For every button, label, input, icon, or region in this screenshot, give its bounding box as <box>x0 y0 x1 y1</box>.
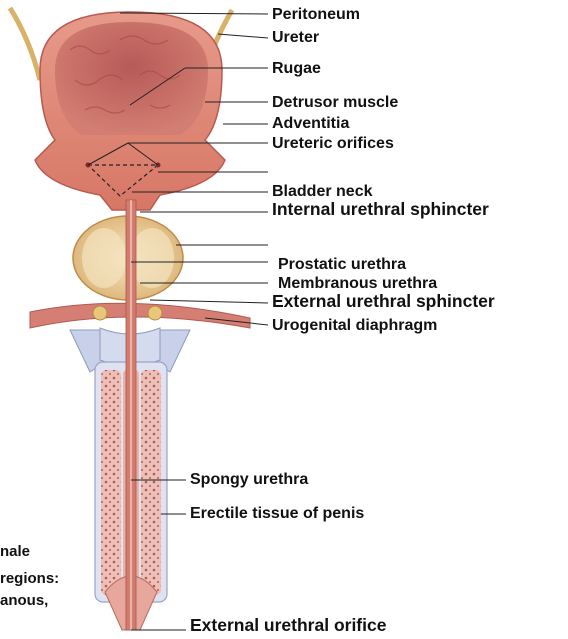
bulbourethral-gland-right <box>148 306 162 320</box>
label-spongy-urethra: Spongy urethra <box>190 472 308 488</box>
label-membranous-urethra: Membranous urethra <box>278 276 437 292</box>
label-internal-urethral-sphincter: Internal urethral sphincter <box>272 201 489 219</box>
caption-fragment-1: nale <box>0 544 30 559</box>
bladder-lumen <box>55 22 208 135</box>
label-external-urethral-sphincter: External urethral sphincter <box>272 293 495 311</box>
urogenital-diaphragm <box>30 303 250 328</box>
label-prostatic-urethra: Prostatic urethra <box>278 257 406 273</box>
label-bladder-neck: Bladder neck <box>272 184 372 200</box>
corpus-cavernosum-right <box>141 370 161 595</box>
left-ureter <box>10 8 40 80</box>
bulbourethral-gland-left <box>93 306 107 320</box>
label-ureter: Ureter <box>272 30 319 46</box>
caption-fragment-2: regions: <box>0 571 59 586</box>
label-detrusor-muscle: Detrusor muscle <box>272 95 398 111</box>
label-erectile-tissue: Erectile tissue of penis <box>190 506 364 522</box>
label-adventitia: Adventitia <box>272 116 349 132</box>
label-peritoneum: Peritoneum <box>272 7 360 23</box>
label-urogenital-diaphragm: Urogenital diaphragm <box>272 318 437 334</box>
label-external-urethral-orifice: External urethral orifice <box>190 617 386 635</box>
label-rugae: Rugae <box>272 61 321 77</box>
caption-fragment-3: anous, <box>0 593 48 608</box>
corpus-cavernosum-left <box>101 370 121 595</box>
label-ureteric-orifices: Ureteric orifices <box>272 136 394 152</box>
